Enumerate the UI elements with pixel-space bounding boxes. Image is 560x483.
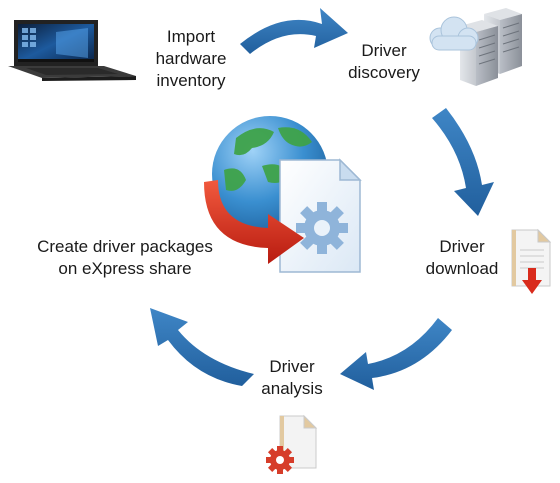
globe-document-gear-icon (204, 116, 362, 273)
step-driver-download: Driver download (425, 237, 499, 278)
step-driver-analysis: Driver analysis (261, 357, 323, 398)
step-create-driver-packages: Create driver packages on eXpress share (37, 237, 213, 278)
document-gear-icon (266, 414, 318, 474)
arrow-download-to-analysis (340, 318, 452, 390)
step-driver-discovery: Driver discovery (348, 41, 420, 82)
laptop-icon (8, 20, 136, 81)
arrow-discovery-to-download (432, 108, 494, 216)
server-cloud-icon (429, 8, 522, 86)
arrow-import-to-discovery (240, 8, 348, 54)
step-import-hardware-inventory: Import hardware inventory (155, 27, 227, 90)
arrow-analysis-to-create (150, 308, 254, 386)
document-download-icon (511, 228, 552, 294)
